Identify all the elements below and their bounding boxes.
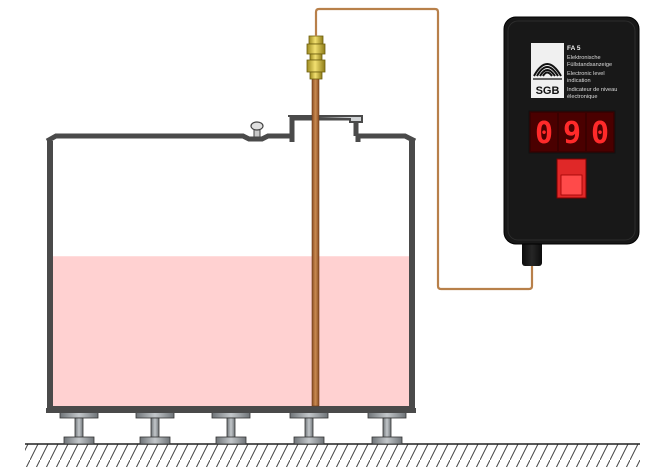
tank-roof <box>45 133 295 144</box>
tank <box>45 115 417 413</box>
support-foot <box>211 411 251 445</box>
support-foot <box>59 411 99 445</box>
support-foot <box>367 411 407 445</box>
sgb-logo: SGB <box>531 43 564 98</box>
level-display: 0 9 0 <box>528 110 616 154</box>
vent-cap <box>250 121 264 138</box>
display-digit: 0 <box>535 116 553 151</box>
level-indicator-device: SGB FA 5 Elektronische Füllstandsanzeige… <box>503 16 640 266</box>
tank-dome <box>289 115 359 136</box>
support-foot <box>289 411 329 445</box>
tank-liquid <box>50 256 412 409</box>
test-button[interactable] <box>556 158 587 199</box>
label-fr-1: Indicateur de niveau <box>567 87 617 93</box>
signal-cable <box>314 7 534 291</box>
level-probe-rod <box>311 77 320 407</box>
display-digit: 9 <box>563 116 581 151</box>
tank-supports <box>59 411 407 445</box>
ground <box>25 443 640 467</box>
label-de-2: Füllstandsanzeige <box>567 62 612 68</box>
tank-roof <box>355 133 417 144</box>
support-foot <box>135 411 175 445</box>
model-label: FA 5 <box>567 45 581 52</box>
label-de-1: Elektronische <box>567 55 601 61</box>
label-en-2: indication <box>567 78 591 84</box>
logo-text: SGB <box>536 85 560 97</box>
tank-dome-lid <box>288 115 363 123</box>
probe-fitting <box>306 35 326 80</box>
label-fr-2: électronique <box>567 94 597 100</box>
display-digit: 0 <box>591 116 609 151</box>
label-en-1: Electronic level <box>567 71 605 77</box>
